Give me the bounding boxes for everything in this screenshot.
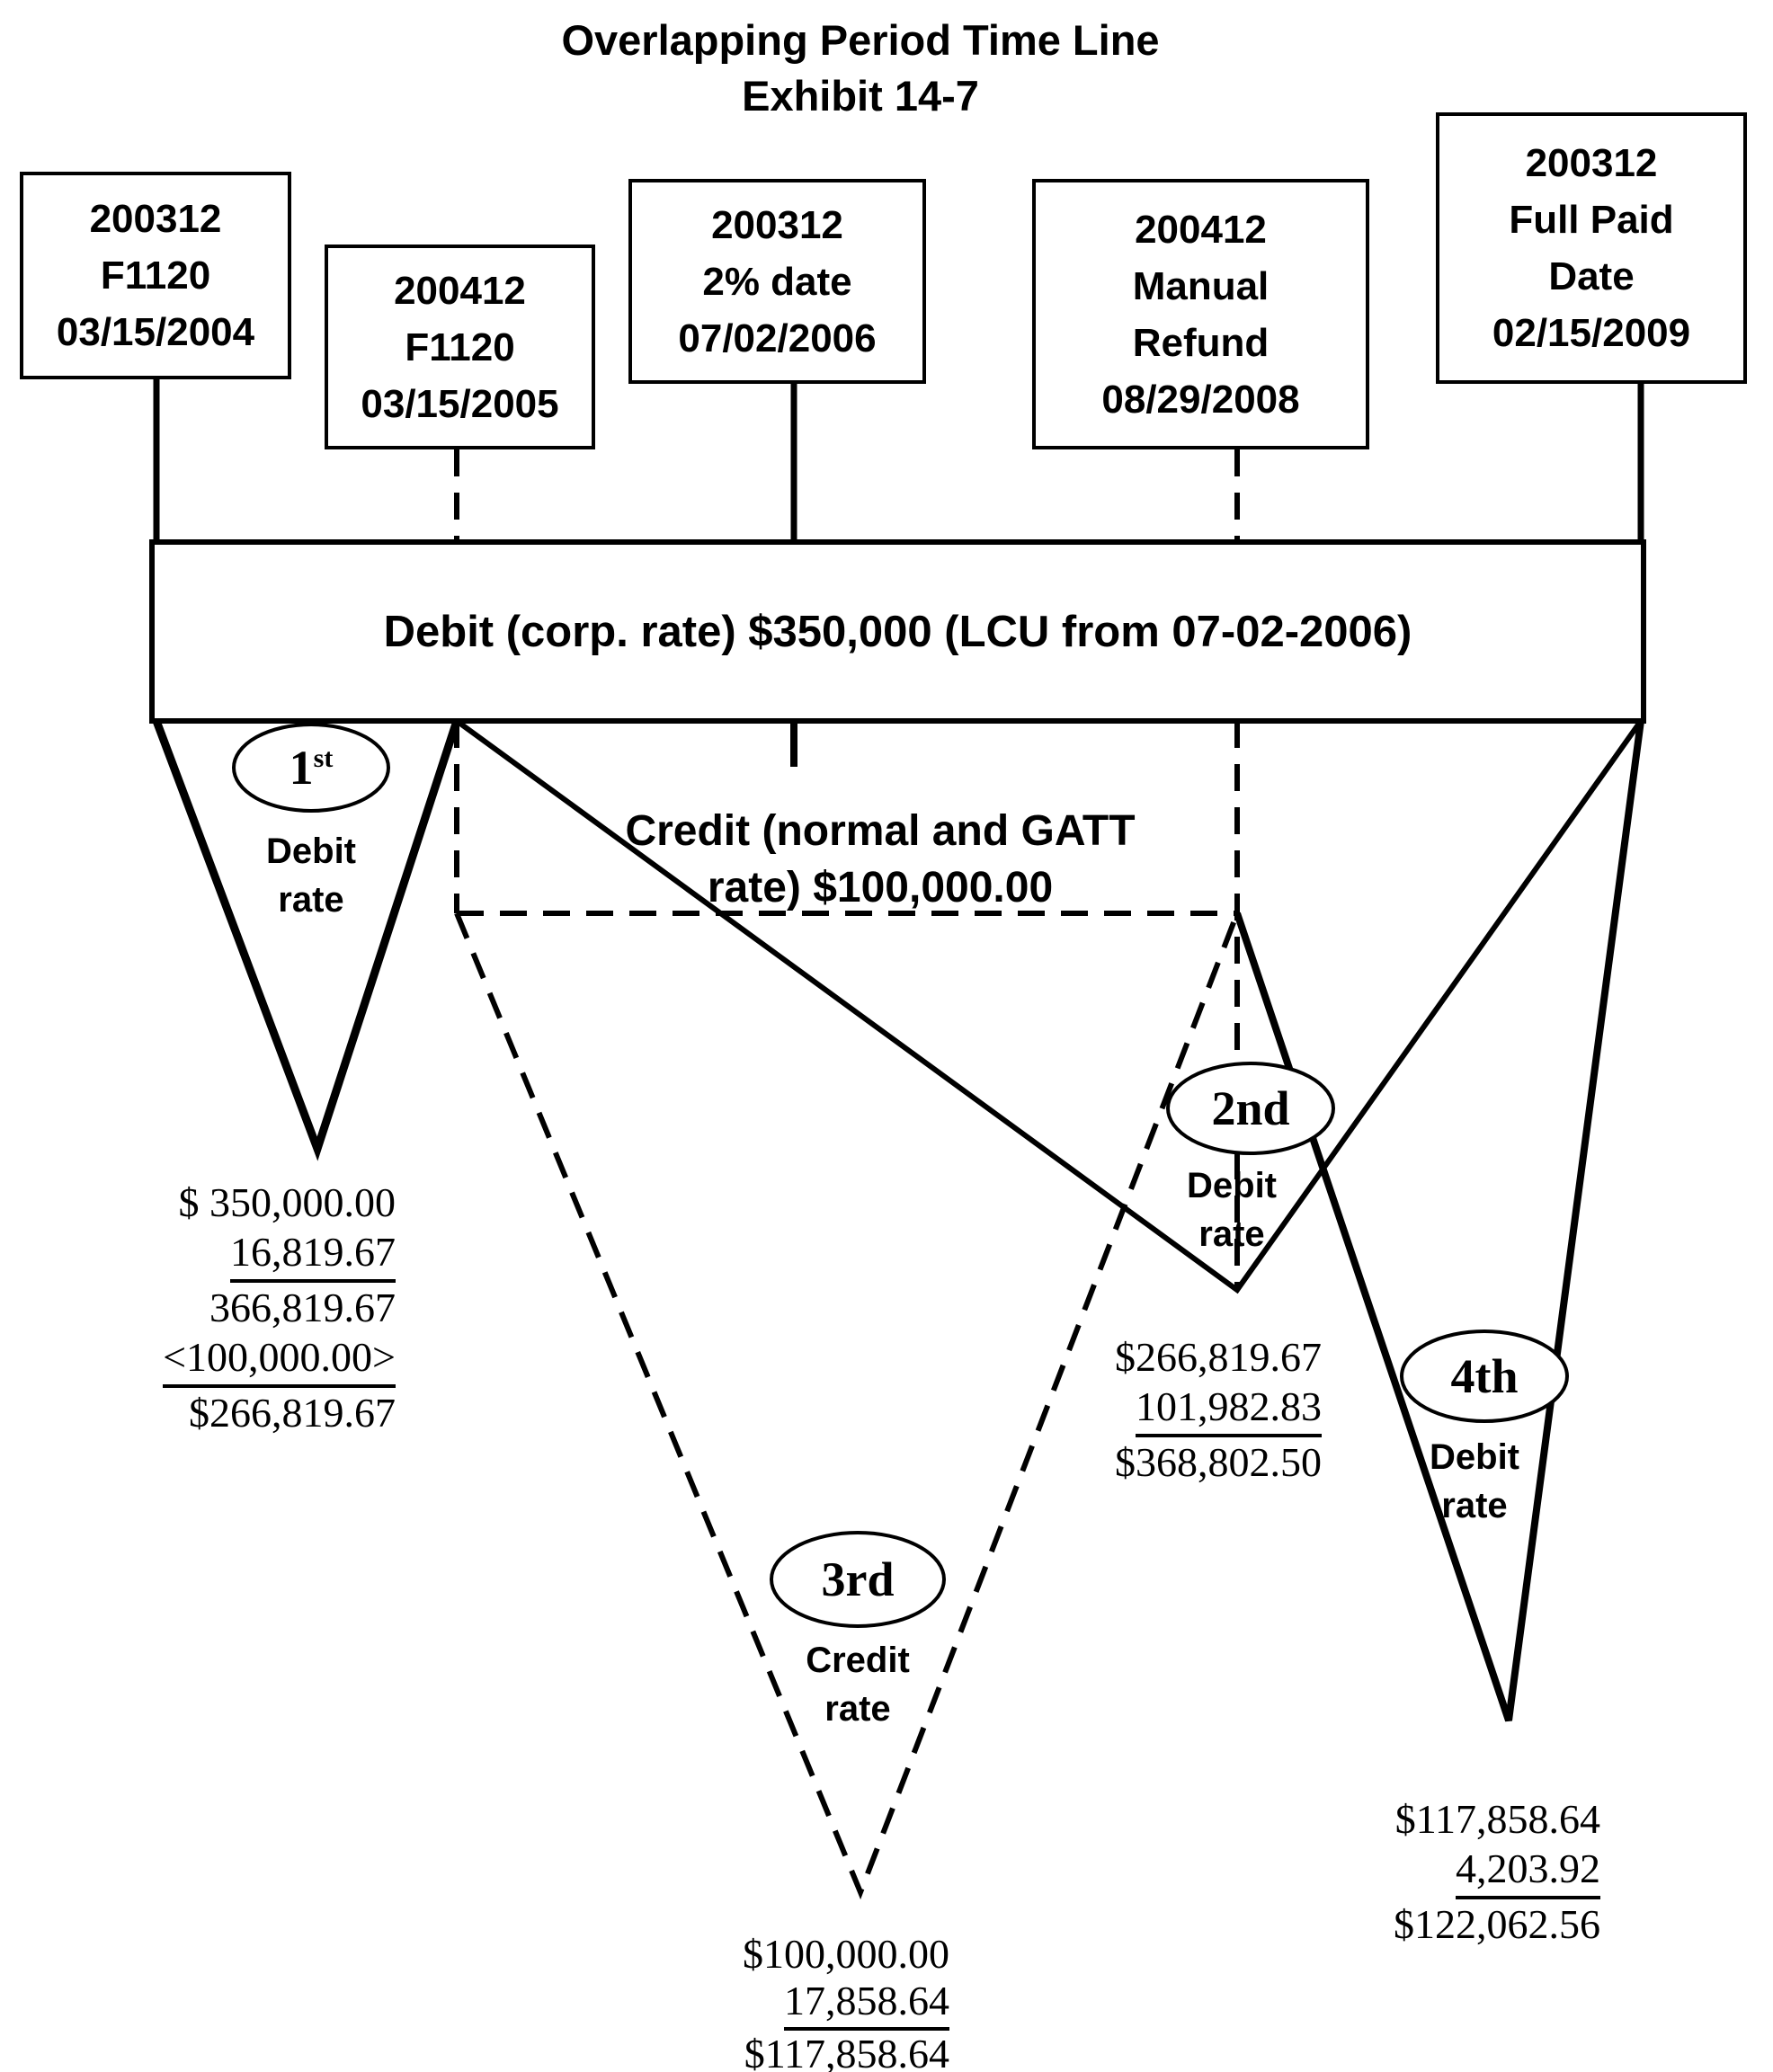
event-box-line: 03/15/2004	[56, 310, 255, 354]
calc-line: $117,858.64	[1394, 1796, 1600, 1842]
credit-note-line2: rate) $100,000.00	[707, 864, 1054, 912]
calc-stack-third-period: $100,000.00 17,858.64 $117,858.64	[662, 1931, 949, 2072]
event-box-200312-2pct-date: 200312 2% date 07/02/2006	[628, 179, 926, 384]
calc-stack-first-period: $ 350,000.00 16,819.67 366,819.67 <100,0…	[108, 1178, 396, 1437]
event-box-line: 200312	[89, 197, 222, 241]
event-box-line: 200312	[711, 202, 843, 247]
event-box-line: 200412	[1135, 207, 1267, 252]
marker-oval-3rd	[770, 1531, 946, 1628]
rate-word: Credit	[806, 1641, 910, 1680]
credit-note-line1: Credit (normal and GATT	[625, 807, 1136, 855]
calc-line: $266,819.67	[1115, 1334, 1322, 1380]
calc-line: $ 350,000.00	[178, 1179, 396, 1225]
event-box-line: 200312	[1525, 141, 1658, 185]
calc-stack-fourth-period: $117,858.64 4,203.92 $122,062.56	[1313, 1794, 1600, 1949]
marker-oval-1st	[232, 723, 390, 813]
third-credit-rate-dashed-vee	[454, 912, 1240, 1900]
debit-band-label: Debit (corp. rate) $350,000 (LCU from 07…	[152, 542, 1644, 721]
event-box-line: Date	[1548, 254, 1635, 298]
event-box-200412-manual-refund: 200412 Manual Refund 08/29/2008	[1032, 179, 1369, 449]
rate-word: rate	[1198, 1214, 1265, 1254]
marker-oval-2nd	[1166, 1062, 1335, 1155]
calc-line: $368,802.50	[1115, 1439, 1322, 1485]
marker-1st-label: 1st	[212, 735, 410, 800]
calc-line-underlined: <100,000.00>	[108, 1332, 396, 1388]
calc-line-underlined: 16,819.67	[108, 1227, 396, 1283]
event-box-line: Refund	[1132, 320, 1270, 365]
calc-stack-second-period: $266,819.67 101,982.83 $368,802.50	[1034, 1332, 1322, 1487]
calc-line: $117,858.64	[744, 2031, 949, 2072]
credit-note: Credit (normal and GATT rate) $100,000.0…	[566, 803, 1195, 916]
event-box-200312-f1120: 200312 F1120 03/15/2004	[20, 172, 291, 379]
marker-oval-4th	[1400, 1329, 1569, 1423]
event-box-200312-full-paid: 200312 Full Paid Date 02/15/2009	[1436, 112, 1747, 384]
rate-word: Debit	[1430, 1437, 1519, 1477]
calc-line: $122,062.56	[1394, 1901, 1600, 1947]
event-box-line: Full Paid	[1509, 198, 1674, 242]
calc-line-underlined: 101,982.83	[1034, 1382, 1322, 1437]
diagram-title-line1: Overlapping Period Time Line	[561, 16, 1160, 64]
marker-2nd-rate-label: Debit rate	[1097, 1161, 1367, 1258]
diagram-title: Overlapping Period Time Line Exhibit 14-…	[411, 13, 1310, 124]
debit-band-outline	[149, 539, 1646, 724]
marker-2nd-label: 2nd	[1152, 1076, 1350, 1141]
marker-3rd-rate-label: Credit rate	[723, 1636, 993, 1733]
event-box-line: 07/02/2006	[678, 316, 877, 360]
marker-2nd-number: 2nd	[1211, 1081, 1290, 1135]
calc-line: $100,000.00	[743, 1931, 949, 1977]
marker-4th-label: 4th	[1385, 1344, 1583, 1409]
rate-word: Debit	[1187, 1166, 1277, 1205]
first-debit-rate-vee	[152, 719, 461, 1161]
marker-1st-rate-label: Debit rate	[176, 827, 446, 924]
calc-line: 366,819.67	[209, 1285, 396, 1330]
marker-1st-number: 1	[289, 741, 314, 795]
rate-word: Debit	[266, 831, 356, 871]
marker-1st-suffix: st	[313, 743, 334, 773]
event-box-line: Manual	[1132, 263, 1270, 308]
rate-word: rate	[1441, 1486, 1508, 1525]
debit-band-text: Debit (corp. rate) $350,000 (LCU from 07…	[383, 607, 1412, 656]
calc-line-underlined: 17,858.64	[662, 1978, 949, 2031]
marker-3rd-label: 3rd	[759, 1547, 957, 1612]
event-box-line: F1120	[100, 253, 211, 298]
event-box-200412-f1120: 200412 F1120 03/15/2005	[325, 245, 595, 449]
event-box-line: 02/15/2009	[1492, 311, 1691, 355]
calc-line-underlined: 4,203.92	[1313, 1844, 1600, 1899]
calc-line: $266,819.67	[189, 1390, 396, 1436]
second-debit-rate-vee	[455, 718, 1644, 1294]
rate-word: rate	[278, 880, 344, 920]
fourth-debit-rate-vee	[1234, 720, 1644, 1722]
diagram-title-line2: Exhibit 14-7	[742, 72, 979, 120]
event-box-line: F1120	[405, 325, 515, 369]
marker-4th-rate-label: Debit rate	[1340, 1433, 1609, 1530]
marker-3rd-number: 3rd	[821, 1552, 895, 1606]
event-box-line: 08/29/2008	[1101, 377, 1300, 422]
marker-4th-number: 4th	[1450, 1349, 1519, 1403]
event-box-line: 2% date	[702, 259, 852, 304]
event-box-line: 03/15/2005	[361, 381, 559, 426]
event-box-line: 200412	[394, 268, 526, 313]
rate-word: rate	[824, 1689, 891, 1729]
